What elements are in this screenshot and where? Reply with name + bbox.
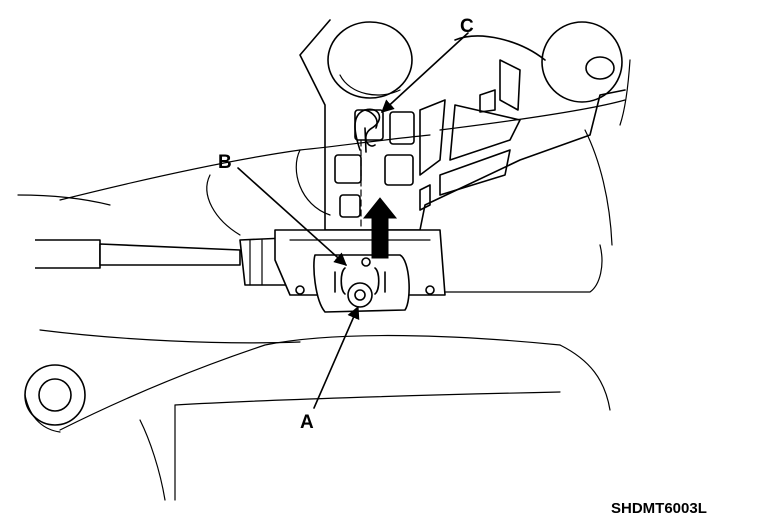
housing-bolt [24, 364, 86, 433]
shift-cable-bracket [299, 19, 626, 251]
callout-label-b: B [218, 152, 232, 173]
cable-holder [274, 229, 446, 313]
figure-code: SHDMT6003L [611, 500, 707, 517]
transmission-housing [17, 59, 631, 501]
callout-label-a: A [300, 412, 314, 433]
callout-label-c: C [460, 16, 474, 37]
shift-cable [35, 237, 291, 286]
cable-clip [354, 108, 381, 153]
removal-direction-arrow [362, 197, 398, 259]
callout-leaders [237, 32, 469, 409]
